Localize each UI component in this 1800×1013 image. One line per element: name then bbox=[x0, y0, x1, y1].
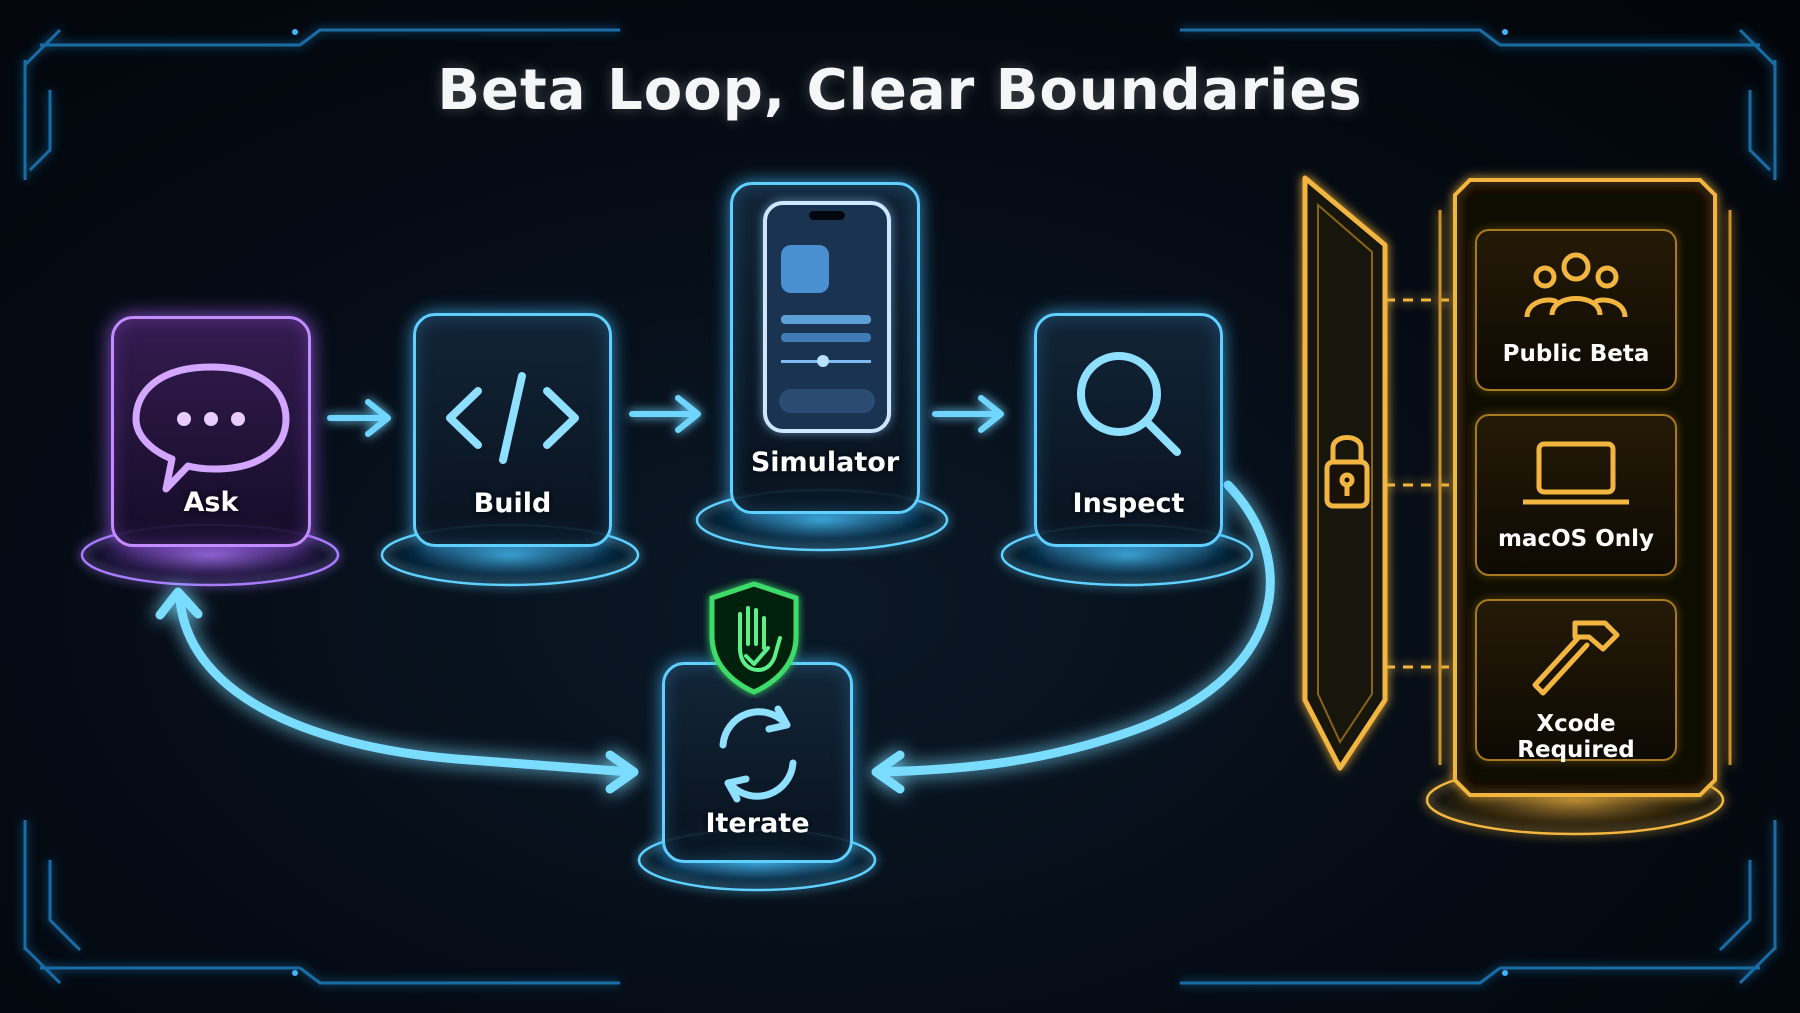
node-ask[interactable]: Ask bbox=[111, 316, 311, 547]
node-build-label: Build bbox=[473, 488, 552, 519]
node-inspect[interactable]: Inspect bbox=[1034, 313, 1223, 547]
shield-hand-icon bbox=[709, 581, 799, 695]
boundary-macos-only-label: macOS Only bbox=[1497, 526, 1655, 552]
frame-border bbox=[23, 28, 1777, 985]
node-simulator[interactable]: Simulator bbox=[730, 182, 920, 514]
gold-connectors bbox=[1385, 298, 1470, 669]
magnifier-icon bbox=[1077, 352, 1181, 456]
boundary-xcode-required-label: Xcode Required bbox=[1517, 711, 1635, 763]
boundary-xcode-required: Xcode Required bbox=[1475, 599, 1677, 763]
laptop-icon bbox=[1523, 441, 1629, 505]
node-iterate[interactable]: Iterate bbox=[662, 662, 853, 863]
node-iterate-label: Iterate bbox=[705, 808, 810, 839]
node-inspect-label: Inspect bbox=[1072, 488, 1185, 519]
page-title: Beta Loop, Clear Boundaries bbox=[437, 58, 1363, 123]
boundary-public-beta-label: Public Beta bbox=[1502, 341, 1650, 367]
chat-icon bbox=[132, 363, 290, 493]
frame-dots bbox=[292, 29, 1508, 976]
refresh-icon bbox=[719, 705, 797, 803]
flow-arrows bbox=[327, 395, 1004, 437]
boundary-macos-only: macOS Only bbox=[1475, 414, 1677, 576]
node-build[interactable]: Build bbox=[413, 313, 612, 547]
code-icon bbox=[446, 372, 579, 464]
hammer-icon bbox=[1532, 620, 1620, 696]
phone-icon bbox=[763, 201, 891, 433]
padlock-icon bbox=[1324, 435, 1370, 509]
users-icon bbox=[1524, 252, 1628, 318]
boundary-public-beta: Public Beta bbox=[1475, 229, 1677, 391]
loop-arrows bbox=[155, 480, 1275, 794]
node-ask-label: Ask bbox=[183, 487, 239, 518]
node-simulator-label: Simulator bbox=[750, 447, 900, 478]
